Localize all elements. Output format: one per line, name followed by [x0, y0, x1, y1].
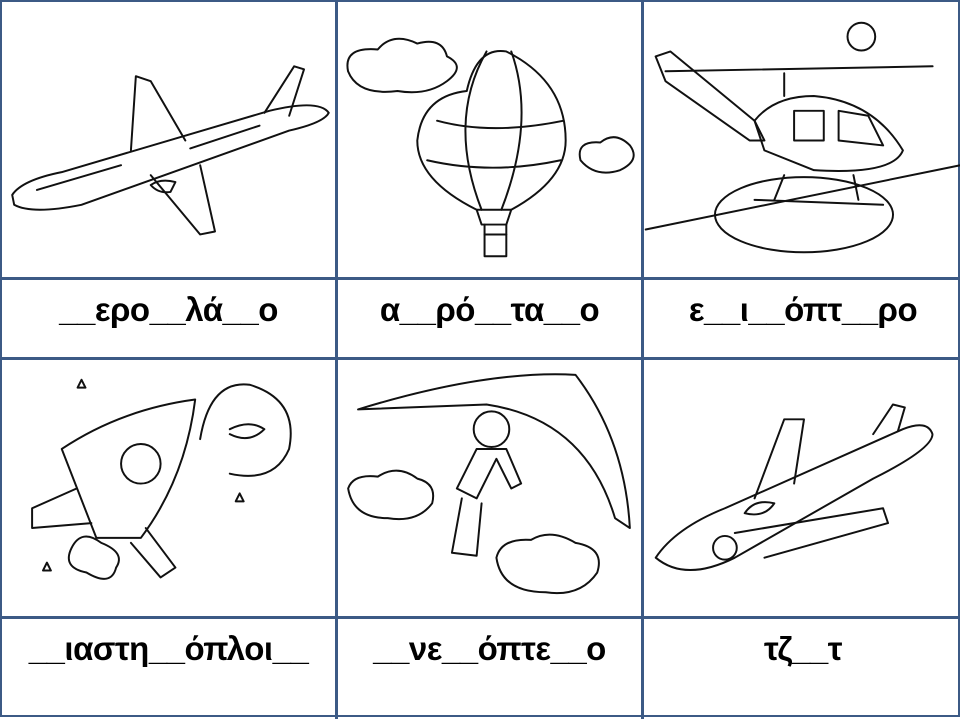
picture-cell-balloon	[338, 2, 644, 280]
word-cell-5: __νε__όπτε__ο	[338, 619, 644, 719]
airplane-icon	[11, 65, 330, 236]
fill-in-word: __ιαστη__όπλοι__	[28, 630, 309, 667]
word-cell-3: ε__ι__όπτ__ρο	[644, 280, 960, 360]
helicopter-icon	[644, 21, 960, 254]
fill-in-word: __ερο__λά__ο	[59, 291, 278, 328]
word-cell-1: __ερο__λά__ο	[2, 280, 338, 360]
jet-icon	[654, 403, 934, 572]
picture-cell-airplane	[2, 2, 338, 280]
word-cell-6: τζ__τ	[644, 619, 960, 719]
fill-in-word: α__ρό__τα__ο	[379, 291, 600, 328]
rocket-icon	[31, 378, 292, 580]
picture-cell-rocket	[2, 360, 338, 619]
hang-glider-icon	[347, 373, 631, 595]
picture-cell-hang-glider	[338, 360, 644, 619]
fill-in-word: τζ__τ	[764, 630, 842, 667]
word-cell-4: __ιαστη__όπλοι__	[2, 619, 338, 719]
picture-cell-jet	[644, 360, 960, 619]
word-cell-2: α__ρό__τα__ο	[338, 280, 644, 360]
hot-air-balloon-icon	[346, 37, 635, 258]
fill-in-word: __νε__όπτε__ο	[373, 630, 606, 667]
picture-cell-helicopter	[644, 2, 960, 280]
fill-in-word: ε__ι__όπτ__ρο	[688, 291, 918, 328]
